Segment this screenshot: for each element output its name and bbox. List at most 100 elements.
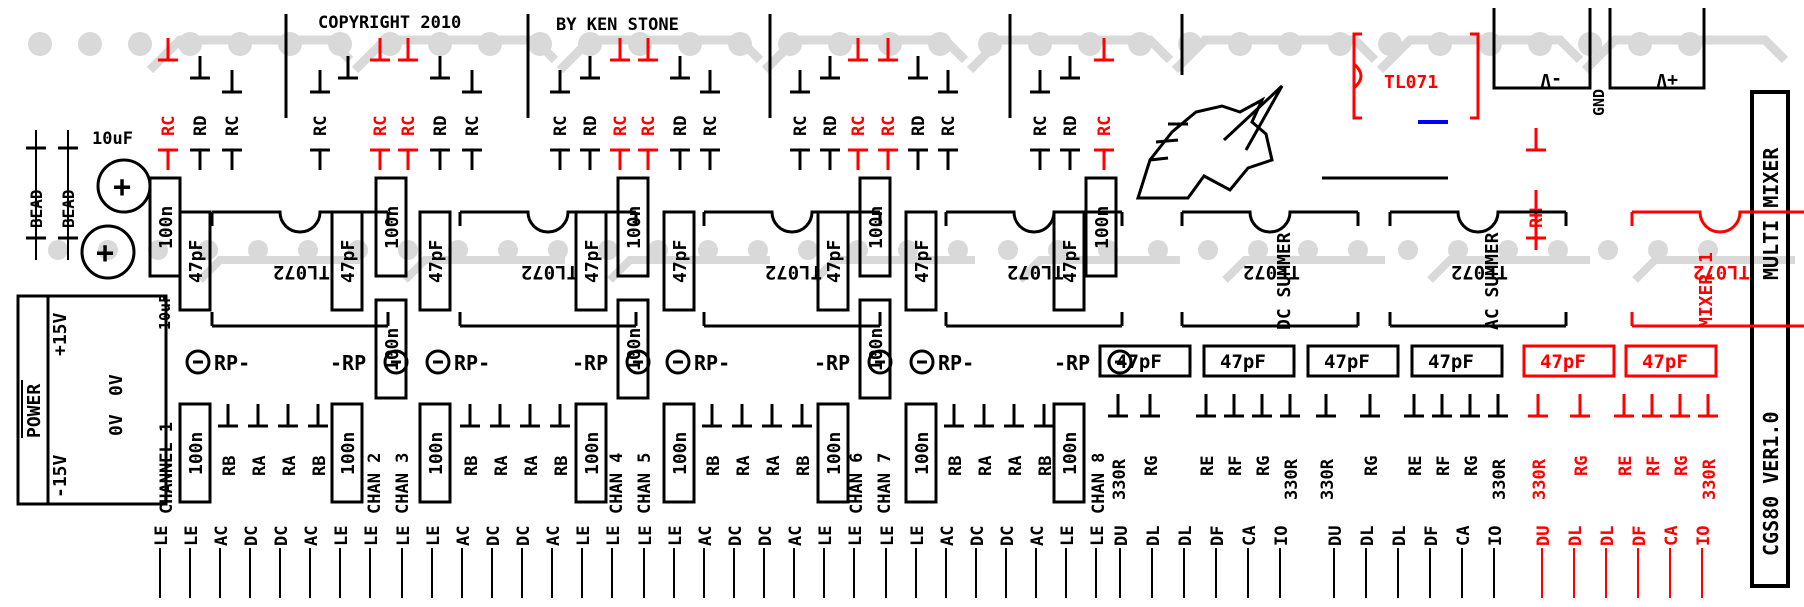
- header-pin-label: LE: [816, 526, 836, 546]
- cap-100n-outline: [858, 298, 892, 400]
- header-pin-label: DL: [1390, 526, 1410, 546]
- board-version: CGS80 VER1.0: [1759, 412, 1783, 557]
- dc-summer-label: DC SUMMER: [1274, 232, 1295, 330]
- unicorn-mane: [1149, 122, 1188, 162]
- cap-100n-label: 100n: [624, 328, 645, 371]
- cap-100n-outline: [418, 402, 452, 504]
- copper-trace: [1632, 256, 1795, 283]
- cap-100n-label: 100n: [382, 206, 403, 249]
- copper-pad: [398, 240, 418, 260]
- cap-47pf-label: 47pF: [1220, 351, 1266, 373]
- copper-pad: [148, 240, 168, 260]
- copper-pad: [1148, 240, 1168, 260]
- header-pin-label: LE: [846, 526, 866, 546]
- header-pin-label: AC: [1028, 526, 1048, 546]
- minus-v-header: [1492, 8, 1592, 90]
- power-pin-plus15: +15V: [50, 312, 71, 356]
- trimmer-pad: [665, 349, 691, 375]
- resistor-label: 330R: [1530, 458, 1550, 500]
- cap-100n-label: 100n: [186, 432, 207, 475]
- resistor-label: RC: [311, 116, 331, 136]
- copper-pad: [248, 240, 268, 260]
- header-pin-label: LE: [182, 526, 202, 546]
- cap-100n-outline: [616, 298, 650, 400]
- copper-pad: [1098, 240, 1118, 260]
- header-pin-label: AC: [212, 526, 232, 546]
- trimmer-pad: [383, 349, 409, 375]
- resistor-label: RG: [1672, 456, 1692, 476]
- copper-pad: [1448, 240, 1468, 260]
- header-pin-label: AC: [302, 526, 322, 546]
- tl071-notch: [1352, 62, 1363, 90]
- cap-100n-label: 100n: [1092, 206, 1113, 249]
- copper-pad: [548, 240, 568, 260]
- cap-47pf-label: 47pF: [1324, 351, 1370, 373]
- resistor-label: RD: [431, 116, 451, 136]
- trimmer-label: -RP: [330, 351, 366, 375]
- op-amp-label: TL072: [1243, 261, 1300, 283]
- copper-pad: [698, 240, 718, 260]
- header-pin-label: DC: [968, 526, 988, 546]
- resistor-label: RC: [939, 116, 959, 136]
- resistor-label: RG: [1254, 456, 1274, 476]
- resistor-label: RG: [1362, 456, 1382, 476]
- resistor-label: RB: [462, 456, 482, 476]
- section-dividers: [284, 14, 1448, 180]
- header-pin-label: LE: [152, 526, 172, 546]
- resistor-label: RA: [976, 456, 996, 476]
- tl071-right-bracket: [1470, 32, 1480, 120]
- header-pin-label: DC: [272, 526, 292, 546]
- resistor-label: RC: [159, 116, 179, 136]
- electrolytic-caps: 10uF + + 10uF: [80, 129, 174, 330]
- resistor-label: RA: [734, 456, 754, 476]
- resistor-label: RC: [1031, 116, 1051, 136]
- cap-47pf-outline: [330, 210, 364, 312]
- trimmer-label: RP-: [694, 351, 730, 375]
- cap-100n-label: 100n: [1060, 432, 1081, 475]
- copper-pad: [848, 240, 868, 260]
- copper-pad: [1348, 240, 1368, 260]
- cap-100n-label: 100n: [382, 328, 403, 371]
- unicorn-logo: [1135, 84, 1284, 200]
- trimmer-label: RP-: [214, 351, 250, 375]
- header-pin-label: LE: [1058, 526, 1078, 546]
- trimmer-label: RP-: [938, 351, 974, 375]
- op-amp-label: TL072: [1007, 261, 1064, 283]
- header-pin-label: LE: [332, 526, 352, 546]
- cap-100n-outline: [662, 402, 696, 504]
- copper-trace: [1017, 256, 1180, 283]
- cap-47pf-outline: [1410, 344, 1504, 378]
- copper-pad: [1548, 240, 1568, 260]
- bead-group: BEAD BEAD: [26, 130, 78, 260]
- tl071-label: TL071: [1384, 72, 1438, 93]
- channel-label: CHANNEL 1: [157, 422, 177, 514]
- trimmer-label: -RP: [814, 351, 850, 375]
- copper-trace: [146, 35, 354, 74]
- op-amp-label: TL072: [765, 261, 822, 283]
- copper-trace: [966, 35, 1174, 74]
- minus-v-label: -V: [1540, 69, 1562, 90]
- resistor-label: RD: [671, 116, 691, 136]
- resistor-label: RD: [821, 116, 841, 136]
- trimmer-pad: [909, 349, 935, 375]
- copper-trace: [556, 35, 764, 74]
- header-pin-label: DC: [756, 526, 776, 546]
- bead-label: BEAD: [27, 189, 46, 228]
- cap-47pf-outline: [1098, 344, 1192, 378]
- header-pin-label: DU: [1326, 526, 1346, 546]
- resistor-label: 330R: [1110, 458, 1130, 500]
- resistor-label: RC: [879, 116, 899, 136]
- trimmer-pad: [425, 349, 451, 375]
- op-amp-label: TL072: [1451, 261, 1508, 283]
- power-pin-0v-a: 0V: [106, 414, 127, 436]
- copper-pad: [298, 240, 318, 260]
- bead-label: BEAD: [59, 189, 78, 228]
- cap-100n-outline: [330, 402, 364, 504]
- resistor-label: 330R: [1700, 458, 1720, 500]
- copper-pad: [948, 240, 968, 260]
- cap-100n-label: 100n: [670, 432, 691, 475]
- copper-pad: [1698, 240, 1718, 260]
